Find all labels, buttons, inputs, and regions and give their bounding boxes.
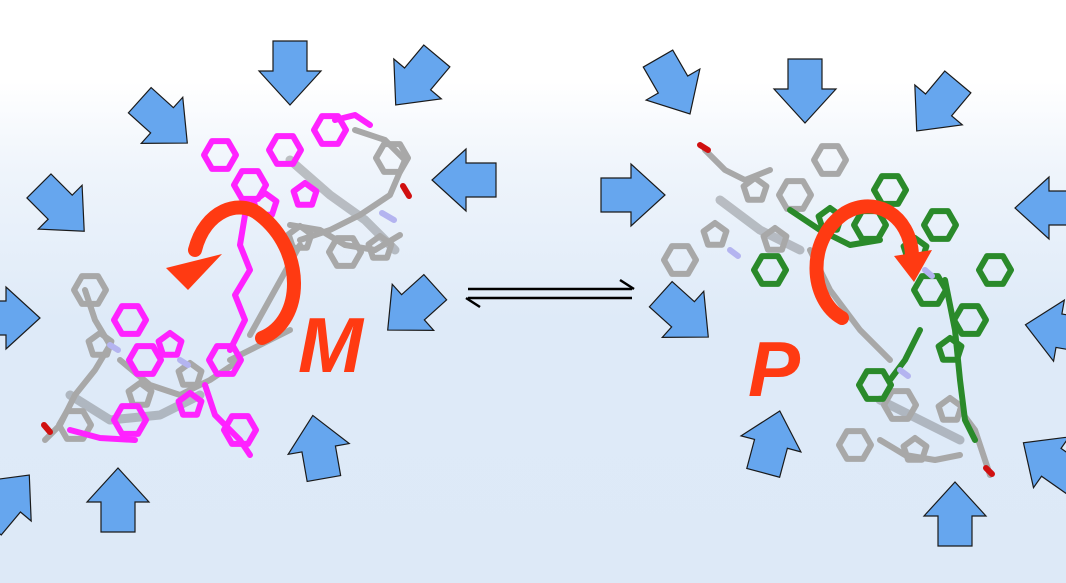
block-arrow-icon <box>118 76 209 167</box>
pressure-arrows <box>0 35 1066 547</box>
right-molecule <box>664 142 1011 478</box>
block-arrow-icon <box>892 61 983 152</box>
block-arrow-icon <box>281 409 356 485</box>
equilibrium-arrows-icon <box>465 278 635 309</box>
block-arrow-icon <box>732 402 811 482</box>
helix-label-p: P <box>748 325 801 413</box>
block-arrow-icon <box>923 481 987 547</box>
helix-label-m: M <box>298 301 365 389</box>
block-arrow-icon <box>630 42 718 131</box>
block-arrow-icon <box>366 263 457 354</box>
block-arrow-icon <box>1005 416 1066 506</box>
block-arrow-icon <box>258 40 322 106</box>
block-arrow-icon <box>1014 176 1066 240</box>
block-arrow-icon <box>371 35 462 126</box>
block-arrow-icon <box>86 467 150 533</box>
left-rotation-arrow <box>166 200 301 345</box>
block-arrow-icon <box>600 163 666 227</box>
block-arrow-icon <box>0 454 54 545</box>
block-arrow-icon <box>639 270 730 361</box>
block-arrow-icon <box>16 163 107 254</box>
block-arrow-icon <box>0 286 41 350</box>
left-molecule <box>41 112 412 458</box>
block-arrow-icon <box>1019 293 1066 368</box>
right-rotation-arrow <box>809 199 932 325</box>
block-arrow-icon <box>773 58 837 124</box>
block-arrow-icon <box>431 148 497 212</box>
